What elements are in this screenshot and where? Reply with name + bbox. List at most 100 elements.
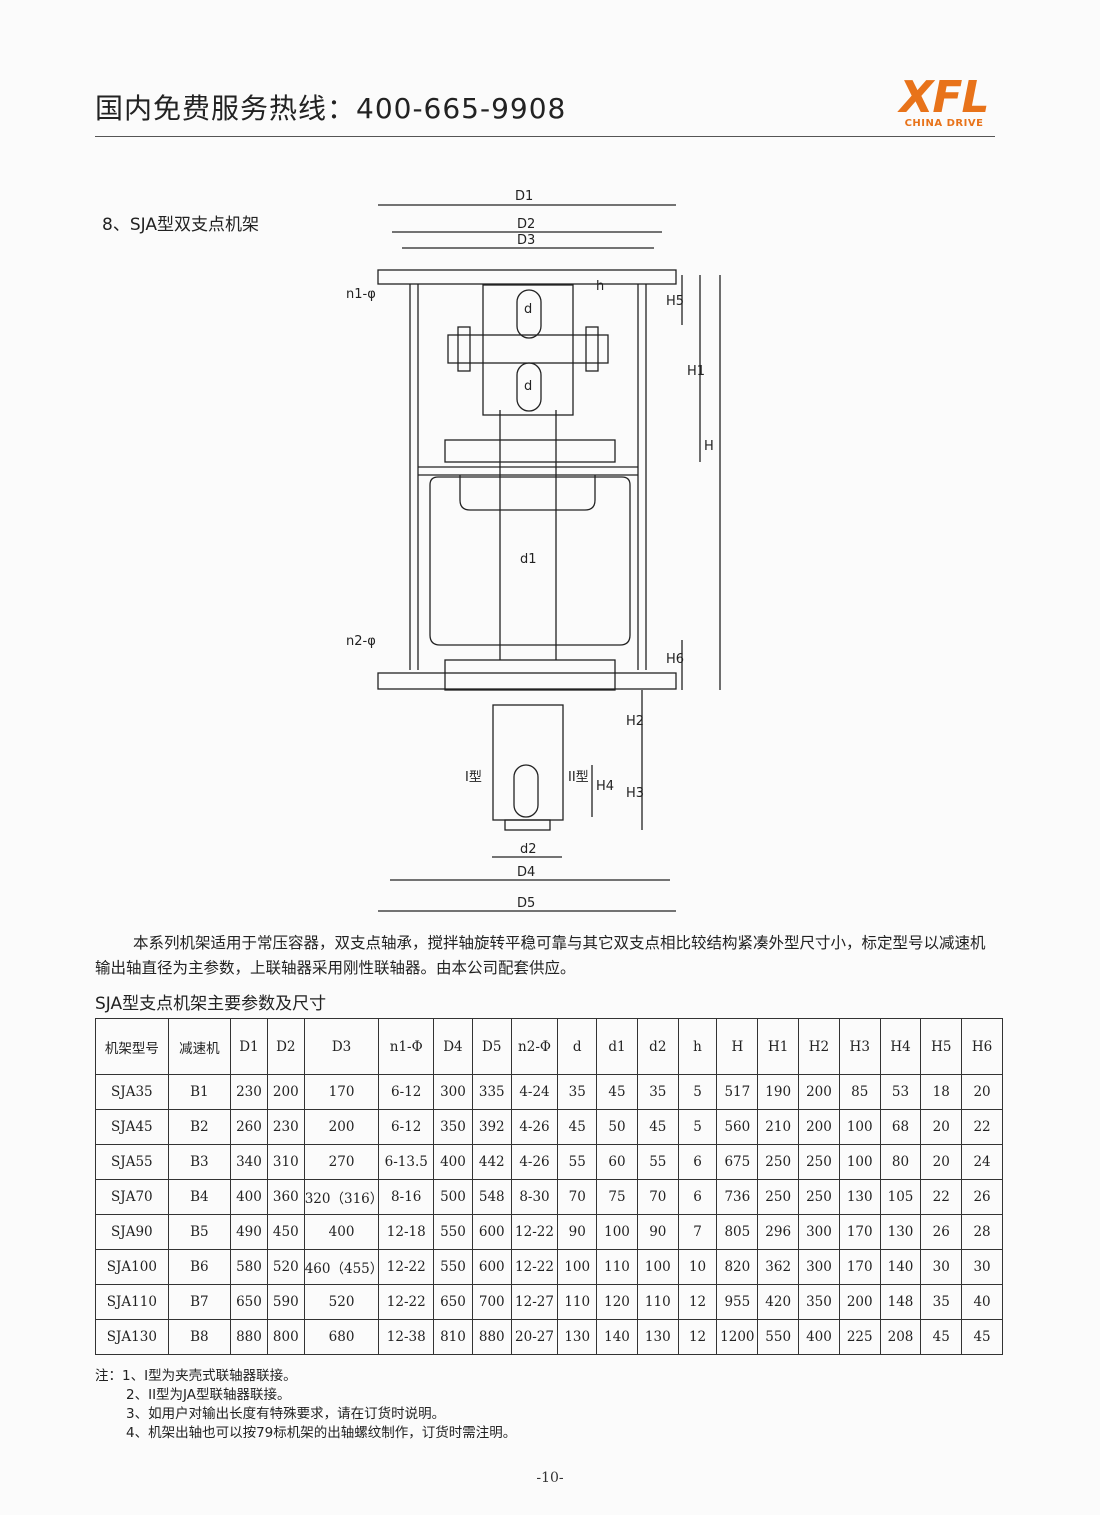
table-cell: B3	[167, 1144, 232, 1180]
table-cell: 75	[596, 1179, 638, 1215]
table-cell: 400	[230, 1179, 268, 1215]
label-d: d	[524, 302, 532, 317]
table-header-row: 机架型号 减速机 D1 D2 D3 n1-Φ D4 D5 n2-Φ d d1 d…	[95, 1018, 1003, 1075]
table-cell: SJA35	[95, 1074, 169, 1110]
table-cell: 580	[230, 1249, 268, 1285]
table-cell: 100	[596, 1214, 638, 1250]
table-cell: 8-30	[510, 1179, 559, 1215]
table-cell: 208	[879, 1319, 922, 1355]
table-cell: B7	[167, 1284, 232, 1320]
table-cell: 880	[230, 1319, 268, 1355]
table-cell: 310	[266, 1144, 305, 1180]
col-H: H	[716, 1018, 759, 1075]
table-cell: 90	[636, 1214, 679, 1250]
label-d-lower: d	[524, 379, 532, 394]
table-cell: 250	[798, 1179, 840, 1215]
table-cell: 4-26	[510, 1109, 559, 1145]
table-cell: 45	[920, 1319, 963, 1355]
table-cell: 230	[230, 1074, 268, 1110]
col-n1: n1-Φ	[378, 1018, 435, 1075]
col-h: h	[677, 1018, 718, 1075]
table-cell: 450	[266, 1214, 305, 1250]
table-cell: 442	[471, 1144, 512, 1180]
col-H5: H5	[920, 1018, 963, 1075]
logo-tagline: CHINA DRIVE	[904, 118, 984, 129]
table-cell: 24	[961, 1144, 1003, 1180]
table-cell: 55	[557, 1144, 598, 1180]
table-cell: 210	[757, 1109, 800, 1145]
table-cell: 4-24	[510, 1074, 559, 1110]
table-cell: 170	[838, 1214, 881, 1250]
table-cell: 675	[716, 1144, 759, 1180]
table-cell: 6	[677, 1144, 718, 1180]
table-cell: 340	[230, 1144, 268, 1180]
col-H6: H6	[961, 1018, 1003, 1075]
table-cell: 90	[557, 1214, 598, 1250]
table-cell: 550	[433, 1214, 473, 1250]
notes: 注：1、I型为夹壳式联轴器联接。 2、II型为JA型联轴器联接。 3、如用户对输…	[95, 1367, 516, 1443]
table-cell: B6	[167, 1249, 232, 1285]
table-cell: 18	[920, 1074, 963, 1110]
table-cell: 820	[716, 1249, 759, 1285]
table-cell: B4	[167, 1179, 232, 1215]
table-cell: 6-13.5	[378, 1144, 435, 1180]
table-cell: 517	[716, 1074, 759, 1110]
table-cell: 350	[798, 1284, 840, 1320]
header-divider	[95, 136, 995, 137]
table-cell: 500	[433, 1179, 473, 1215]
table-cell: 20	[920, 1144, 963, 1180]
col-D2: D2	[266, 1018, 305, 1075]
col-D5: D5	[471, 1018, 512, 1075]
table-cell: 148	[879, 1284, 922, 1320]
col-H2: H2	[798, 1018, 840, 1075]
table-cell: 360	[266, 1179, 305, 1215]
table-cell: 230	[266, 1109, 305, 1145]
table-cell: 320（316）	[303, 1179, 383, 1215]
col-d2: d2	[636, 1018, 679, 1075]
label-H: H	[704, 439, 714, 454]
table-cell: 460（455）	[303, 1249, 383, 1285]
table-cell: 130	[879, 1214, 922, 1250]
table-cell: 548	[471, 1179, 512, 1215]
table-cell: 5	[677, 1109, 718, 1145]
table-cell: 70	[636, 1179, 679, 1215]
table-cell: 12-27	[510, 1284, 559, 1320]
table-cell: 225	[838, 1319, 881, 1355]
col-H4: H4	[879, 1018, 922, 1075]
table-cell: 35	[557, 1074, 598, 1110]
col-n2: n2-Φ	[510, 1018, 559, 1075]
table-cell: 30	[961, 1249, 1003, 1285]
table-cell: 880	[471, 1319, 512, 1355]
table-cell: 12-22	[378, 1284, 435, 1320]
table-cell: SJA130	[95, 1319, 169, 1355]
table-cell: 8-16	[378, 1179, 435, 1215]
section-title: 8、SJA型双支点机架	[102, 215, 259, 235]
table-cell: 100	[636, 1249, 679, 1285]
table-cell: 550	[757, 1319, 800, 1355]
table-cell: 200	[798, 1109, 840, 1145]
table-cell: 200	[838, 1284, 881, 1320]
table-cell: 45	[596, 1074, 638, 1110]
table-cell: 392	[471, 1109, 512, 1145]
table-cell: 6-12	[378, 1109, 435, 1145]
table-cell: 20-27	[510, 1319, 559, 1355]
table-cell: B8	[167, 1319, 232, 1355]
table-cell: 130	[838, 1179, 881, 1215]
table-cell: 85	[838, 1074, 881, 1110]
table-cell: 12	[677, 1284, 718, 1320]
table-cell: 28	[961, 1214, 1003, 1250]
label-H1: H1	[687, 364, 705, 379]
table-cell: 53	[879, 1074, 922, 1110]
table-cell: 130	[557, 1319, 598, 1355]
table-cell: 20	[961, 1074, 1003, 1110]
table-cell: 12-22	[510, 1249, 559, 1285]
label-H2: H2	[626, 714, 644, 729]
table-cell: 26	[920, 1214, 963, 1250]
note-4: 4、机架出轴也可以按79标机架的出轴螺纹制作，订货时需注明。	[126, 1425, 517, 1441]
table-cell: 80	[879, 1144, 922, 1180]
table-cell: 26	[961, 1179, 1003, 1215]
table-cell: 40	[961, 1284, 1003, 1320]
